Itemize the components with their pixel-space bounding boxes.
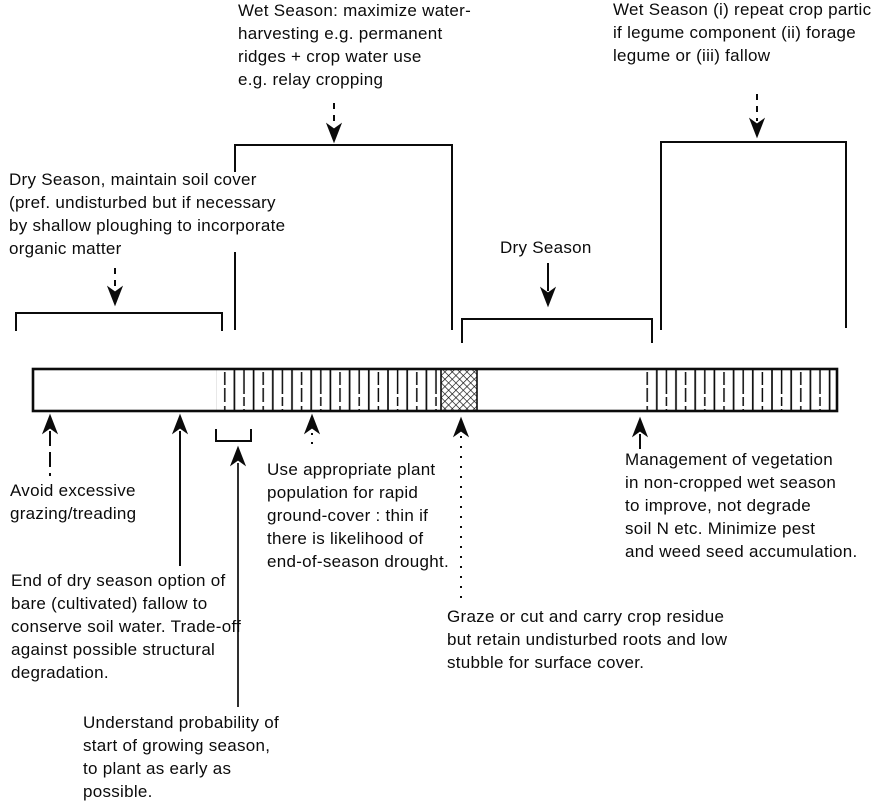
label-avoid-grazing: Avoid excessive grazing/treading xyxy=(10,481,137,523)
arrow-avoid-grazing xyxy=(41,413,59,476)
arrow-dry-season-label-head xyxy=(539,286,557,308)
arrow-wet-season-main xyxy=(325,103,343,144)
bracket-wet-season-main xyxy=(234,144,453,330)
arrow-understand-probability-head xyxy=(229,445,247,467)
arrow-dry-season-maintain xyxy=(106,268,124,307)
arrow-graze-or-cut xyxy=(452,416,470,604)
arrow-plant-population-head xyxy=(303,413,321,435)
arrow-understand-probability xyxy=(229,445,247,707)
label-graze-or-cut: Graze or cut and carry crop residue but … xyxy=(447,607,728,672)
bracket-planting-window xyxy=(215,429,252,442)
bar-outline xyxy=(31,367,839,413)
arrow-wet-season-repeat-head xyxy=(748,117,766,139)
arrow-management-vegetation-head xyxy=(631,416,649,438)
label-wet-season-repeat: Wet Season (i) repeat crop partic if leg… xyxy=(613,0,871,65)
label-plant-population: Use appropriate plant population for rap… xyxy=(267,460,449,571)
arrow-end-of-dry-season xyxy=(171,413,189,566)
arrow-dry-season-maintain-head xyxy=(106,285,124,307)
arrows xyxy=(41,94,766,707)
bracket-dry-season-left xyxy=(15,312,223,331)
arrow-avoid-grazing-head xyxy=(41,413,59,435)
bracket-dry-season-middle xyxy=(461,318,653,343)
label-wet-season-main: Wet Season: maximize water- harvesting e… xyxy=(238,1,472,89)
timeline-bar xyxy=(31,367,839,413)
label-end-of-dry-season: End of dry season option of bare (cultiv… xyxy=(11,571,242,682)
arrow-wet-season-repeat xyxy=(748,94,766,139)
arrow-graze-or-cut-head xyxy=(452,416,470,438)
arrow-dry-season-label xyxy=(539,263,557,308)
bracket-wet-season-repeat xyxy=(660,141,847,330)
arrow-end-of-dry-season-head xyxy=(171,413,189,435)
label-dry-season-maintain: Dry Season, maintain soil cover (pref. u… xyxy=(9,170,286,258)
label-management-vegetation: Management of vegetation in non-cropped … xyxy=(625,450,858,561)
bar-segment-crosshatch xyxy=(440,368,478,412)
arrow-management-vegetation xyxy=(631,416,649,449)
label-dry-season: Dry Season xyxy=(500,238,592,257)
arrow-plant-population xyxy=(303,413,321,446)
bar-segment-stripes-1 xyxy=(216,369,438,411)
arrow-wet-season-main-head xyxy=(325,122,343,144)
bar-segment-stripes-2 xyxy=(645,369,836,411)
label-understand-probability: Understand probability of start of growi… xyxy=(83,713,280,801)
